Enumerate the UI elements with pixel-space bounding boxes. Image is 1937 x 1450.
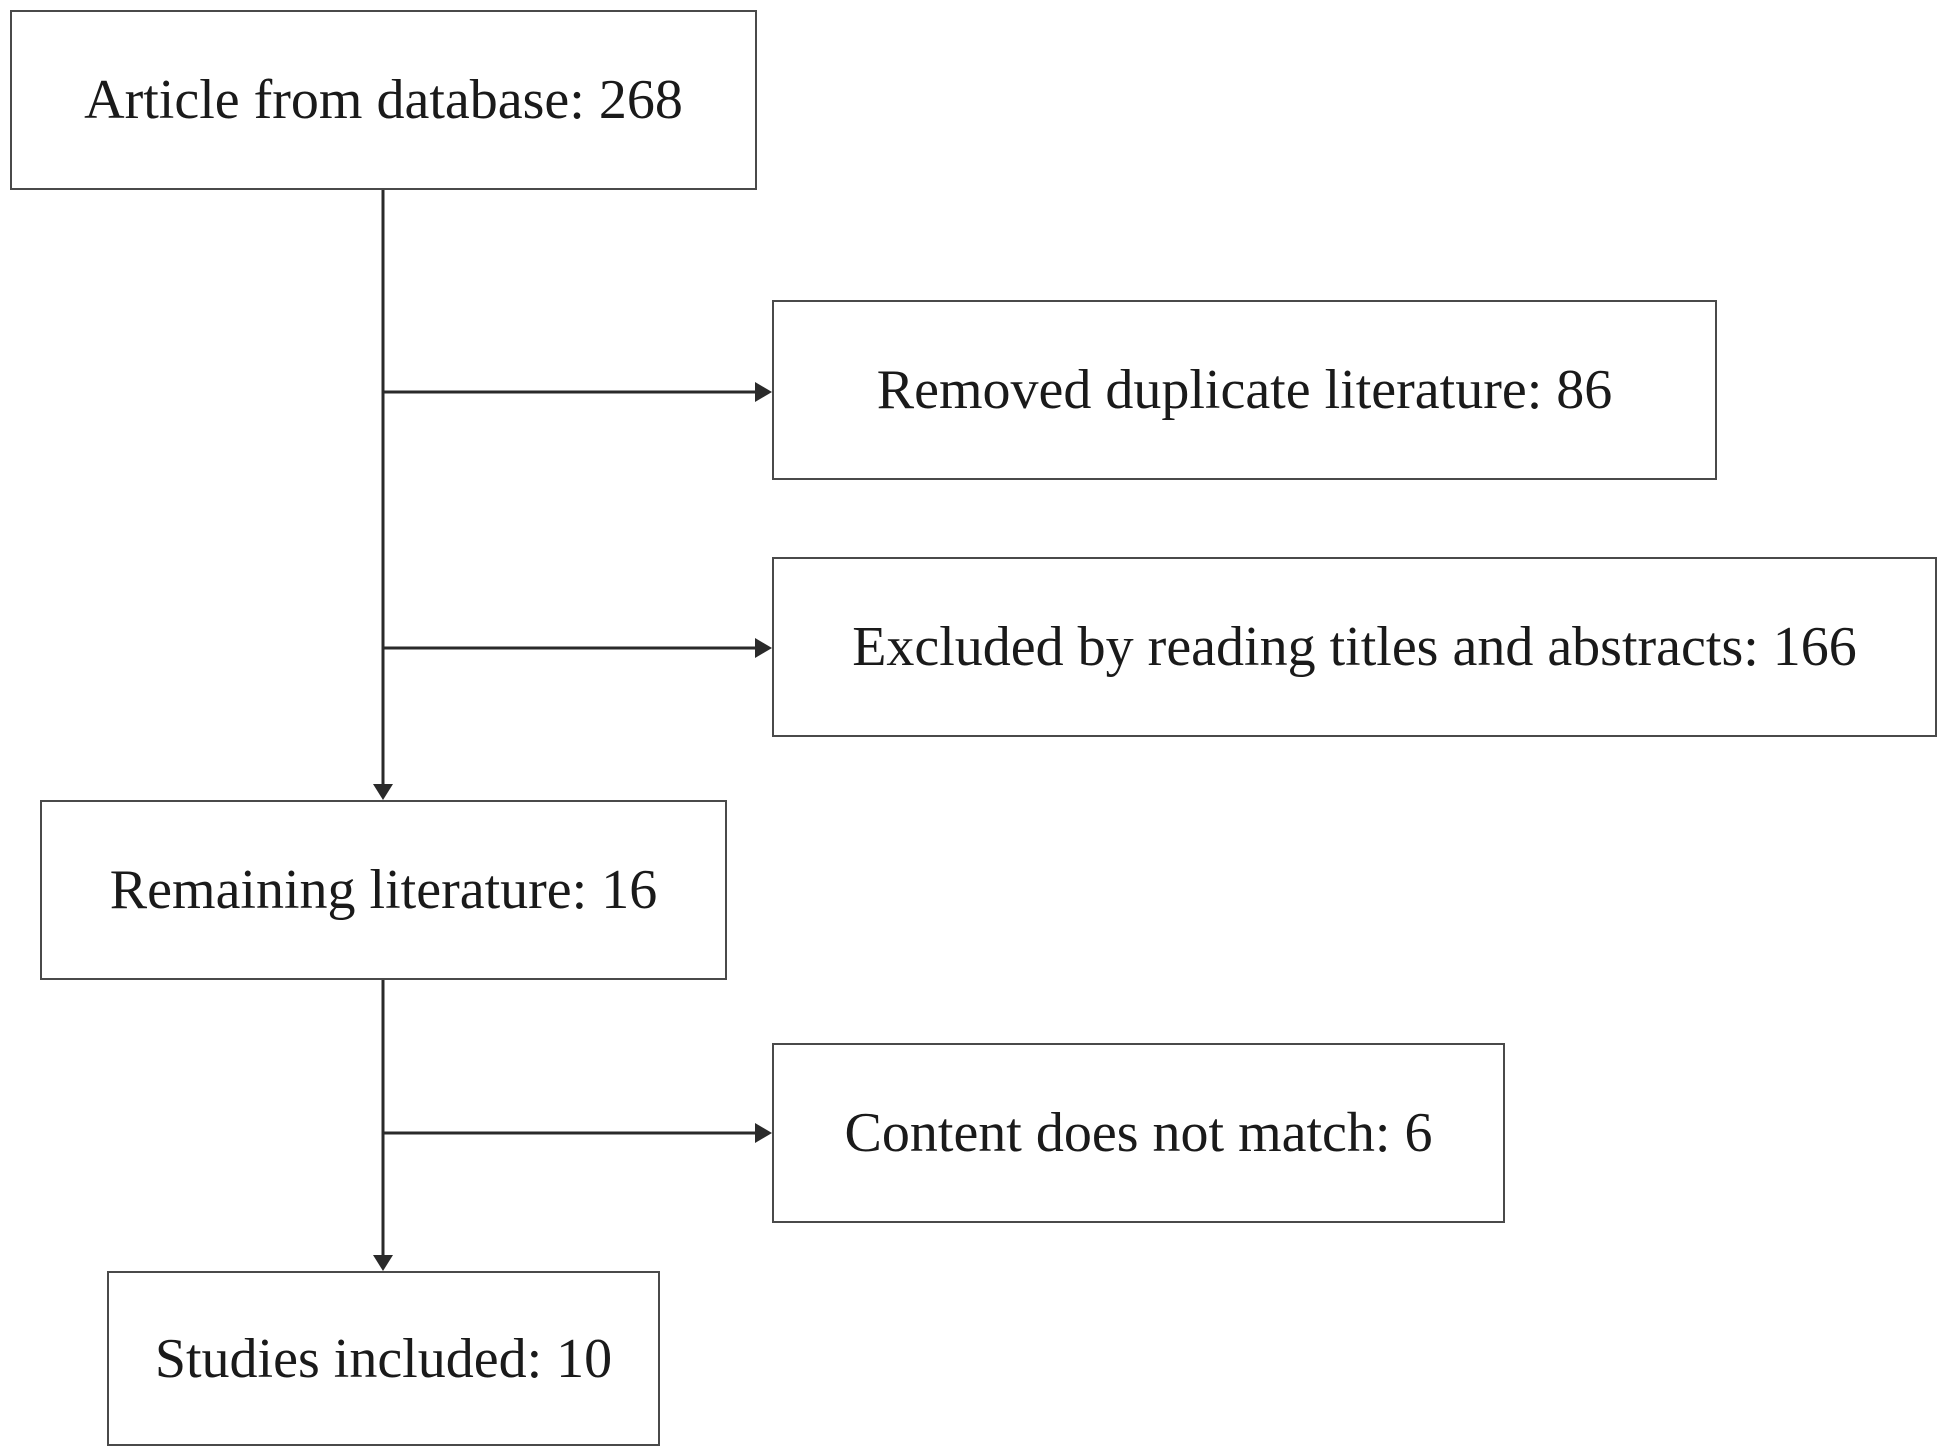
arrowhead-to-excluded (755, 638, 772, 658)
arrowhead-to-duplicates (755, 382, 772, 402)
box-excluded-titles-abstracts: Excluded by reading titles and abstracts… (772, 557, 1937, 737)
arrowhead-to-included (373, 1255, 393, 1271)
box-excluded-label: Excluded by reading titles and abstracts… (852, 616, 1857, 678)
arrowhead-to-content-mismatch (755, 1123, 772, 1143)
arrowhead-to-remaining (373, 784, 393, 800)
box-content-mismatch-label: Content does not match: 6 (844, 1102, 1433, 1164)
box-source: Article from database: 268 (10, 10, 757, 190)
box-remaining-label: Remaining literature: 16 (109, 859, 658, 921)
box-duplicates-label: Removed duplicate literature: 86 (876, 359, 1613, 421)
box-included: Studies included: 10 (107, 1271, 660, 1446)
box-remaining: Remaining literature: 16 (40, 800, 727, 980)
box-included-label: Studies included: 10 (154, 1327, 613, 1390)
box-duplicates: Removed duplicate literature: 86 (772, 300, 1717, 480)
box-content-mismatch: Content does not match: 6 (772, 1043, 1505, 1223)
box-source-label: Article from database: 268 (84, 69, 683, 131)
